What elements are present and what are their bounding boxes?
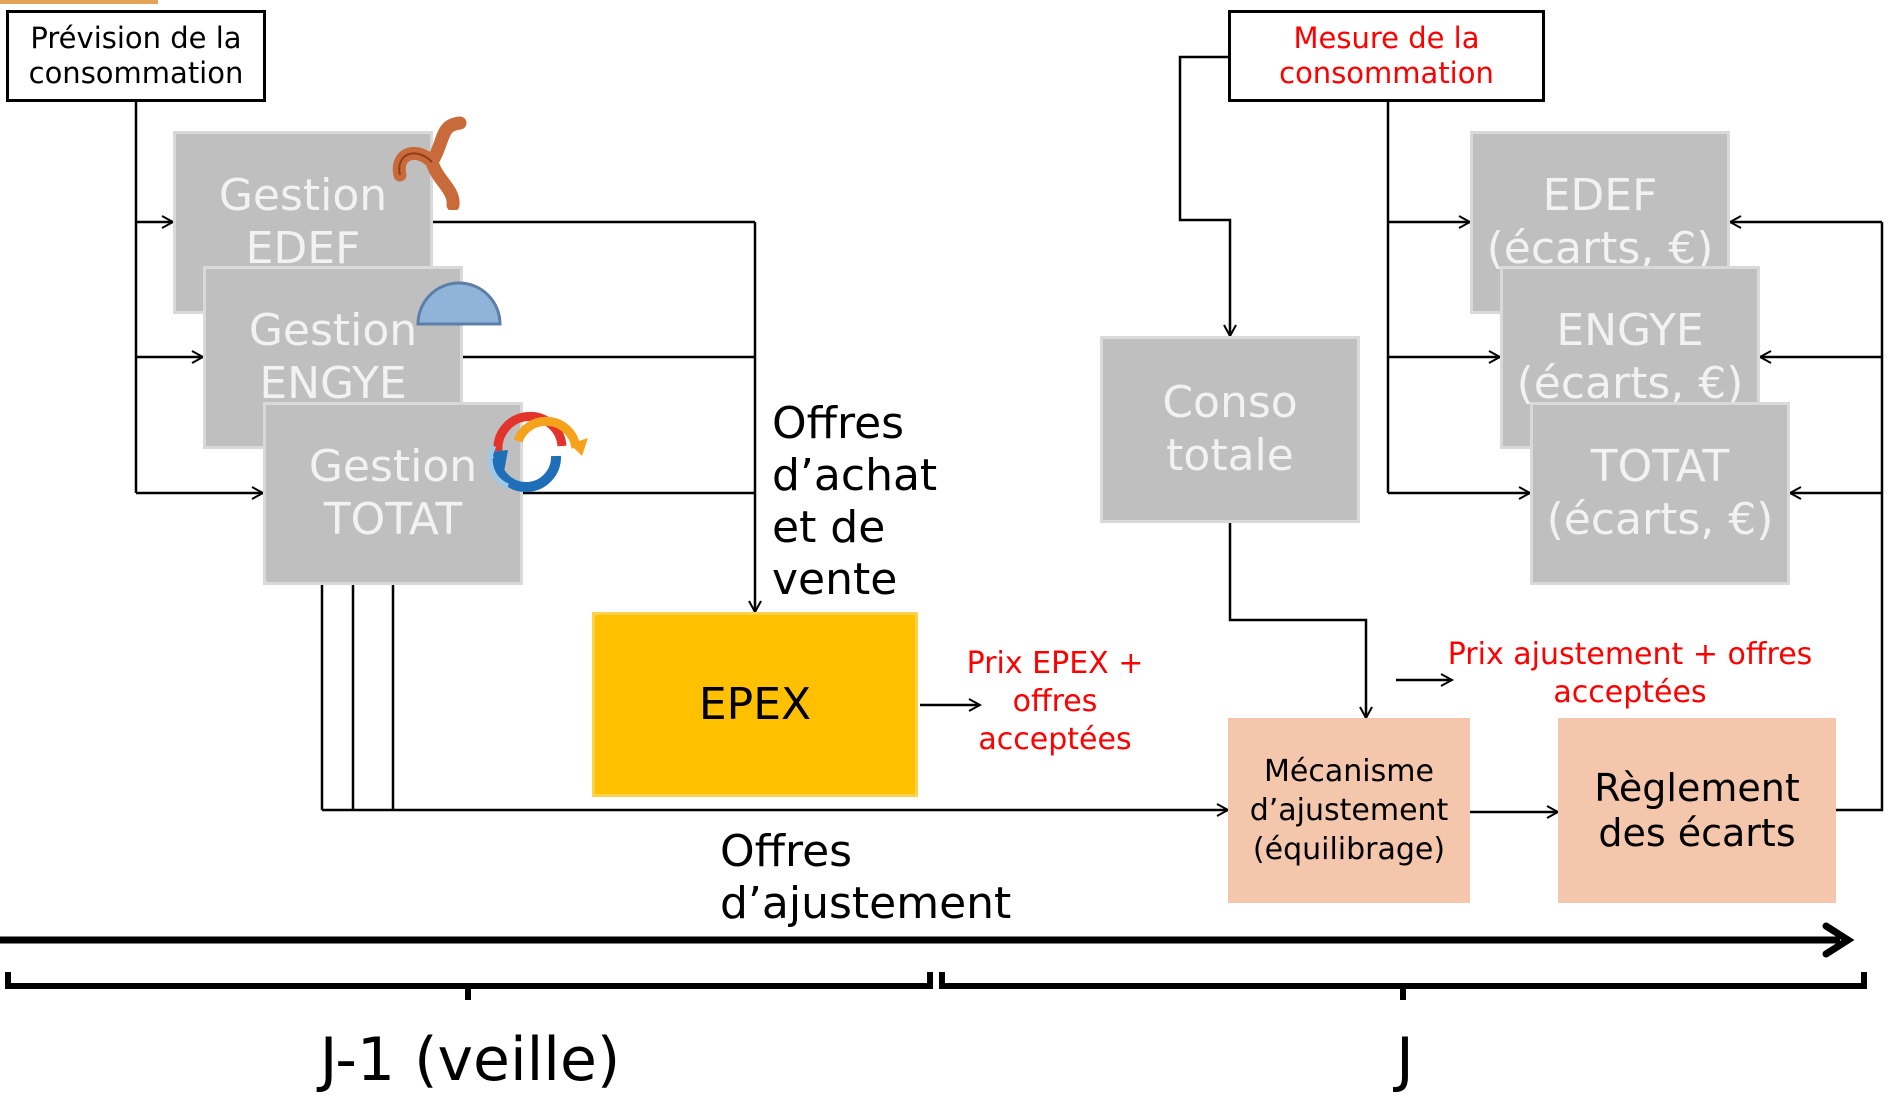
triskelion-icon xyxy=(392,116,467,210)
settlement-box: Règlement des écarts xyxy=(1558,718,1836,903)
epex-box: EPEX xyxy=(592,612,918,797)
circular-arrows-icon xyxy=(487,411,588,492)
half-circle-icon xyxy=(416,281,502,326)
measure-box: Mesure de la consommation xyxy=(1228,10,1545,102)
adjust-offers-label: Offres d’ajustement xyxy=(720,826,1012,929)
epex-result-label: Prix EPEX + offres acceptées xyxy=(966,646,1144,757)
ecarts-totat-box: TOTAT (écarts, €) xyxy=(1530,402,1790,585)
timeline-arrow xyxy=(0,922,1855,958)
timeline-braces xyxy=(5,972,1867,1000)
day-label: J xyxy=(1396,1025,1414,1095)
mechanism-box: Mécanisme d’ajustement (équilibrage) xyxy=(1228,718,1470,903)
forecast-box: Prévision de la consommation xyxy=(6,10,266,102)
ajustement-result-label: Prix ajustement + offres acceptées xyxy=(1447,637,1813,710)
gestion-totat-box: Gestion TOTAT xyxy=(263,402,523,585)
day-before-label: J-1 (veille) xyxy=(319,1025,621,1095)
conso-totale-box: Conso totale xyxy=(1100,336,1360,523)
offers-label: Offres d’achat et de vente xyxy=(772,398,938,605)
